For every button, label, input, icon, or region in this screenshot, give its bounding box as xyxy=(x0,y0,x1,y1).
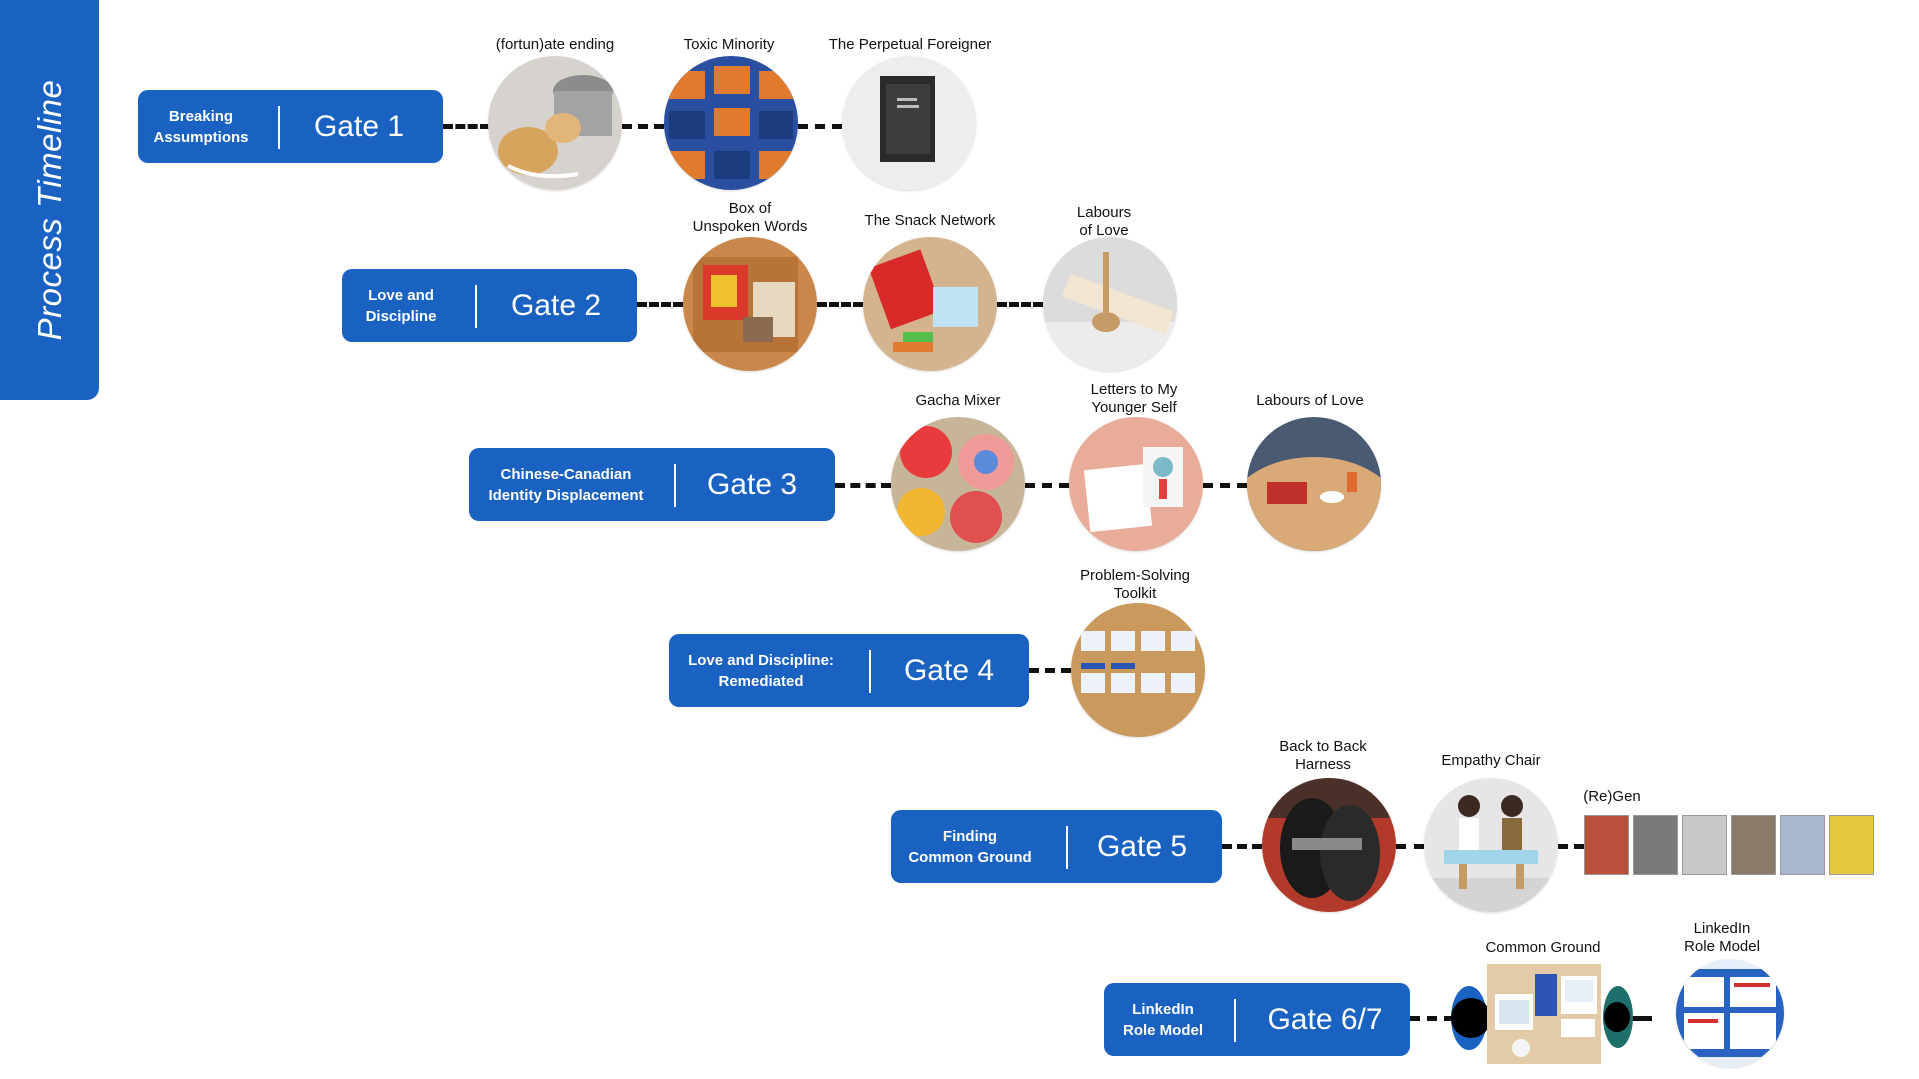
page-title: Process Timeline xyxy=(30,79,68,341)
gate-2-box[interactable]: Love and Discipline Gate 2 xyxy=(342,269,637,342)
perpetual-foreigner-image[interactable] xyxy=(842,56,976,190)
linkedin-role-model-image[interactable] xyxy=(1676,959,1784,1067)
connector-line xyxy=(997,302,1043,307)
regen-thumbnail[interactable] xyxy=(1584,815,1629,875)
connector-line xyxy=(622,124,664,129)
gate-6-7-box[interactable]: LinkedIn Role Model Gate 6/7 xyxy=(1104,983,1410,1056)
black-marker xyxy=(1451,998,1491,1038)
problem-solving-toolkit-image[interactable] xyxy=(1071,603,1205,737)
connector-line xyxy=(835,483,891,488)
connector-line xyxy=(1558,844,1584,849)
connector-line xyxy=(1203,483,1247,488)
item-caption: The Snack Network xyxy=(864,212,996,229)
black-marker xyxy=(1604,1002,1630,1032)
common-ground-image[interactable] xyxy=(1487,964,1601,1064)
connector-line xyxy=(1222,844,1262,849)
gate-1-box[interactable]: Breaking Assumptions Gate 1 xyxy=(138,90,443,163)
item-caption: (fortun)ate ending xyxy=(495,36,615,53)
gate-3-divider xyxy=(674,464,676,507)
connector-line xyxy=(443,124,490,129)
gate-5-box[interactable]: Finding Common Ground Gate 5 xyxy=(891,810,1222,883)
connector-line xyxy=(1410,1016,1454,1021)
connector-line xyxy=(1029,668,1071,673)
labours-of-love-gate3-image[interactable] xyxy=(1247,417,1381,551)
item-caption: Labours of Love xyxy=(1076,204,1132,239)
toxic-minority-image[interactable] xyxy=(664,56,798,190)
regen-thumbnail[interactable] xyxy=(1780,815,1825,875)
regen-thumbnail[interactable] xyxy=(1829,815,1874,875)
gacha-mixer-image[interactable] xyxy=(891,417,1025,551)
gate-6-7-label: Gate 6/7 xyxy=(1267,1002,1383,1036)
gate-1-topic: Breaking Assumptions xyxy=(153,107,249,146)
item-caption: Problem-Solving Toolkit xyxy=(1079,567,1191,602)
gate-4-topic: Love and Discipline: Remediated xyxy=(688,651,834,690)
connector-line xyxy=(1632,1016,1652,1021)
gate-2-label: Gate 2 xyxy=(510,288,602,322)
gate-1-divider xyxy=(278,106,280,149)
snack-network-image[interactable] xyxy=(863,237,997,371)
gate-4-divider xyxy=(869,650,871,693)
item-caption: Letters to My Younger Self xyxy=(1090,381,1178,416)
gate-3-topic: Chinese-Canadian Identity Displacement xyxy=(488,465,644,504)
item-caption: Common Ground xyxy=(1485,939,1601,956)
gate-4-box[interactable]: Love and Discipline: Remediated Gate 4 xyxy=(669,634,1029,707)
connector-line xyxy=(1025,483,1069,488)
gate-6-7-topic: LinkedIn Role Model xyxy=(1122,1000,1204,1039)
connector-line xyxy=(1396,844,1424,849)
empathy-chair-image[interactable] xyxy=(1424,778,1558,912)
item-caption: Labours of Love xyxy=(1256,392,1364,409)
item-caption: Gacha Mixer xyxy=(915,392,1001,409)
item-caption: Toxic Minority xyxy=(683,36,775,53)
back-to-back-harness-image[interactable] xyxy=(1262,778,1396,912)
gate-5-label: Gate 5 xyxy=(1096,829,1188,863)
labours-of-love-gate2-image[interactable] xyxy=(1043,237,1177,371)
item-caption: (Re)Gen xyxy=(1583,788,1641,805)
item-caption: Back to Back Harness xyxy=(1279,738,1367,773)
gate-3-label: Gate 3 xyxy=(706,467,798,501)
item-caption: The Perpetual Foreigner xyxy=(828,36,992,53)
gate-5-divider xyxy=(1066,826,1068,869)
fortunate-ending-image[interactable] xyxy=(488,56,622,190)
item-caption: Empathy Chair xyxy=(1441,752,1541,769)
regen-thumbnail[interactable] xyxy=(1633,815,1678,875)
box-of-unspoken-words-image[interactable] xyxy=(683,237,817,371)
letters-to-younger-self-image[interactable] xyxy=(1069,417,1203,551)
item-caption: LinkedIn Role Model xyxy=(1684,920,1760,955)
gate-2-divider xyxy=(475,285,477,328)
process-timeline-tab: Process Timeline xyxy=(0,0,99,400)
connector-line xyxy=(798,124,842,129)
gate-2-topic: Love and Discipline xyxy=(365,286,437,325)
regen-thumbnail[interactable] xyxy=(1682,815,1727,875)
gate-1-label: Gate 1 xyxy=(313,109,405,143)
gate-5-topic: Finding Common Ground xyxy=(908,827,1032,866)
connector-line xyxy=(637,302,683,307)
gate-3-box[interactable]: Chinese-Canadian Identity Displacement G… xyxy=(469,448,835,521)
item-caption: Box of Unspoken Words xyxy=(692,200,808,235)
gate-6-7-divider xyxy=(1234,999,1236,1042)
gate-4-label: Gate 4 xyxy=(903,653,995,687)
connector-line xyxy=(817,302,863,307)
regen-thumbnail[interactable] xyxy=(1731,815,1776,875)
